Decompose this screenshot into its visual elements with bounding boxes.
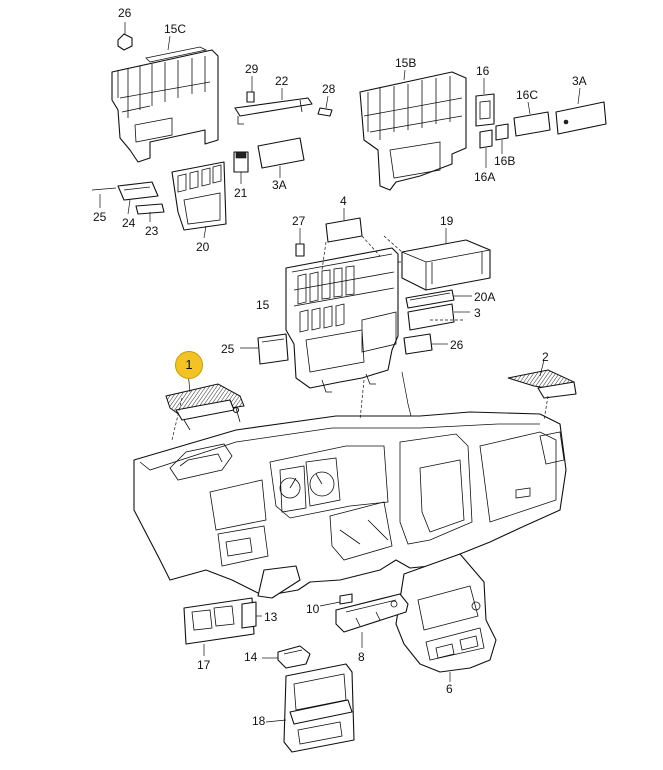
- callout-25-top: 25: [93, 210, 107, 224]
- callout-4: 4: [340, 194, 347, 208]
- part-26-holder: [403, 333, 448, 355]
- part-3a-switch-mid: [257, 137, 305, 178]
- part-20-panel: [171, 161, 227, 239]
- part-15c-housing: [111, 46, 219, 163]
- part-24-tray: [91, 181, 165, 222]
- part-18-radio-frame: [265, 663, 355, 753]
- callout-10: 10: [306, 602, 320, 616]
- callout-28: 28: [322, 82, 336, 96]
- callout-15b: 15B: [395, 56, 417, 70]
- part-16-switch-group: [475, 78, 509, 168]
- callout-3a-mid: 3A: [272, 178, 287, 192]
- callout-22: 22: [275, 74, 289, 88]
- callout-29: 29: [245, 62, 259, 76]
- callout-8: 8: [358, 650, 365, 664]
- part-3-switch: [407, 303, 470, 331]
- callout-18: 18: [252, 714, 266, 728]
- callout-23: 23: [145, 224, 159, 238]
- callout-6: 6: [446, 682, 453, 696]
- callout-19: 19: [440, 214, 454, 228]
- callout-16c: 16C: [516, 88, 539, 102]
- part-2-grille: [507, 359, 577, 399]
- part-19-pocket: [383, 228, 491, 291]
- part-20a-switch: [405, 289, 472, 309]
- part-15-console: [285, 247, 399, 393]
- callout-25: 25: [221, 342, 235, 356]
- part-14-clip: [262, 645, 311, 669]
- callout-16a: 16A: [474, 170, 496, 184]
- part-17-switch-panel: [183, 597, 255, 656]
- part-4-cover: [321, 208, 381, 271]
- callout-16: 16: [476, 64, 490, 78]
- part-15b-housing: [359, 69, 467, 191]
- callout-14: 14: [244, 650, 258, 664]
- callout-3: 3: [474, 306, 481, 320]
- callout-26: 26: [118, 6, 132, 20]
- callout-2: 2: [542, 350, 549, 364]
- dashboard-body: [133, 407, 567, 597]
- callout-20a: 20A: [474, 290, 496, 304]
- part-3a-switch-top: [555, 87, 607, 135]
- callout-17: 17: [197, 658, 211, 672]
- callout-13: 13: [264, 610, 278, 624]
- part-22-bracket: [234, 76, 333, 125]
- callout-20: 20: [196, 240, 210, 254]
- callout-3a-top: 3A: [572, 74, 587, 88]
- callout-16b: 16B: [494, 154, 516, 168]
- callout-24: 24: [122, 216, 136, 230]
- callout-26-mid: 26: [450, 338, 464, 352]
- part-8-bracket: [335, 593, 409, 648]
- part-26-bulb: [117, 22, 133, 51]
- part-25-module: [240, 333, 289, 365]
- callout-15: 15: [256, 298, 270, 312]
- part-13-switch: [241, 601, 262, 629]
- highlight-badge-1[interactable]: 1: [175, 351, 203, 379]
- callout-15c: 15C: [164, 22, 187, 36]
- part-handle: [257, 565, 301, 599]
- callout-21: 21: [234, 186, 248, 200]
- part-27-knob: [295, 228, 305, 257]
- part-6-lower-console: [395, 553, 497, 682]
- part-1-defrost-grille: [165, 371, 245, 421]
- callout-27: 27: [292, 214, 306, 228]
- part-10-screw: [319, 593, 353, 607]
- part-21-switch: [233, 151, 249, 184]
- part-16c-switch: [513, 101, 551, 137]
